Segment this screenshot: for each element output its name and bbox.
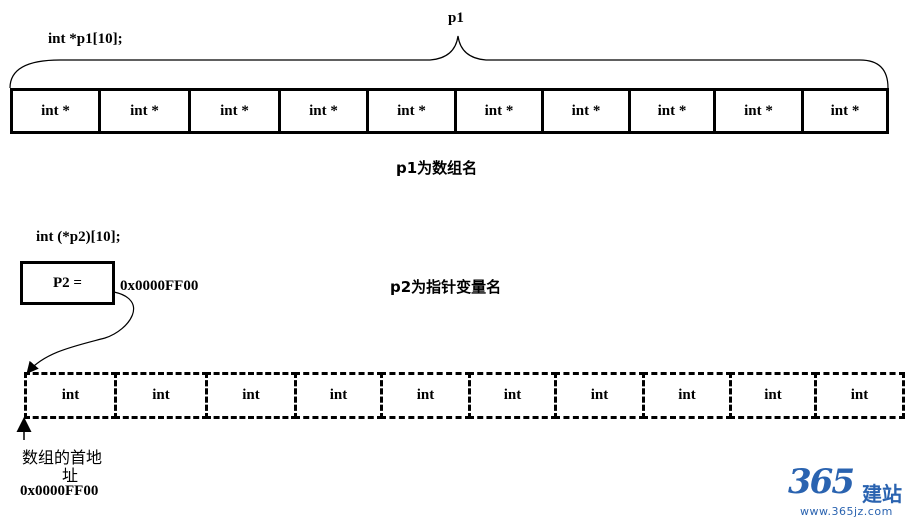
p1-cell: int * xyxy=(541,88,631,134)
watermark-logo-brand: 建站 xyxy=(862,482,902,506)
p1-cell: int * xyxy=(713,88,804,134)
p1-cell: int * xyxy=(366,88,457,134)
p2-declaration: int (*p2)[10]; xyxy=(36,229,121,245)
p1-cell: int * xyxy=(628,88,716,134)
p1-cell: int * xyxy=(278,88,369,134)
p1-cell: int * xyxy=(188,88,281,134)
p2-pointer-box: P2 = xyxy=(20,261,115,305)
base-address-label-line1: 数组的首地 xyxy=(22,448,103,467)
p2-array-cell: int xyxy=(24,372,117,419)
p1-cell: int * xyxy=(10,88,101,134)
p2-array-cell: int xyxy=(114,372,208,419)
p1-cell: int * xyxy=(98,88,191,134)
p1-cell: int * xyxy=(801,88,889,134)
pointer-arrow xyxy=(26,291,135,374)
p2-array-cell: int xyxy=(729,372,817,419)
p2-array-cell: int xyxy=(554,372,645,419)
p2-array-cell: int xyxy=(380,372,471,419)
p2-array-cell: int xyxy=(468,372,557,419)
p1-cell: int * xyxy=(454,88,544,134)
watermark-url: www.365jz.com xyxy=(800,505,893,518)
p2-array-cell: int xyxy=(205,372,297,419)
p1-brace-label: p1 xyxy=(448,10,464,26)
p1-caption: p1为数组名 xyxy=(396,159,478,177)
p2-pointer-value: 0x0000FF00 xyxy=(120,278,199,294)
p2-array-cell: int xyxy=(814,372,905,419)
p2-array-cell: int xyxy=(642,372,732,419)
p2-array-cell: int xyxy=(294,372,383,419)
curly-brace xyxy=(9,35,889,89)
p2-caption: p2为指针变量名 xyxy=(390,278,502,296)
p1-declaration: int *p1[10]; xyxy=(48,31,123,47)
base-address-label-line2: 址 xyxy=(62,466,79,485)
watermark-logo-number: 365 xyxy=(788,462,855,502)
base-address-value: 0x0000FF00 xyxy=(20,483,99,499)
